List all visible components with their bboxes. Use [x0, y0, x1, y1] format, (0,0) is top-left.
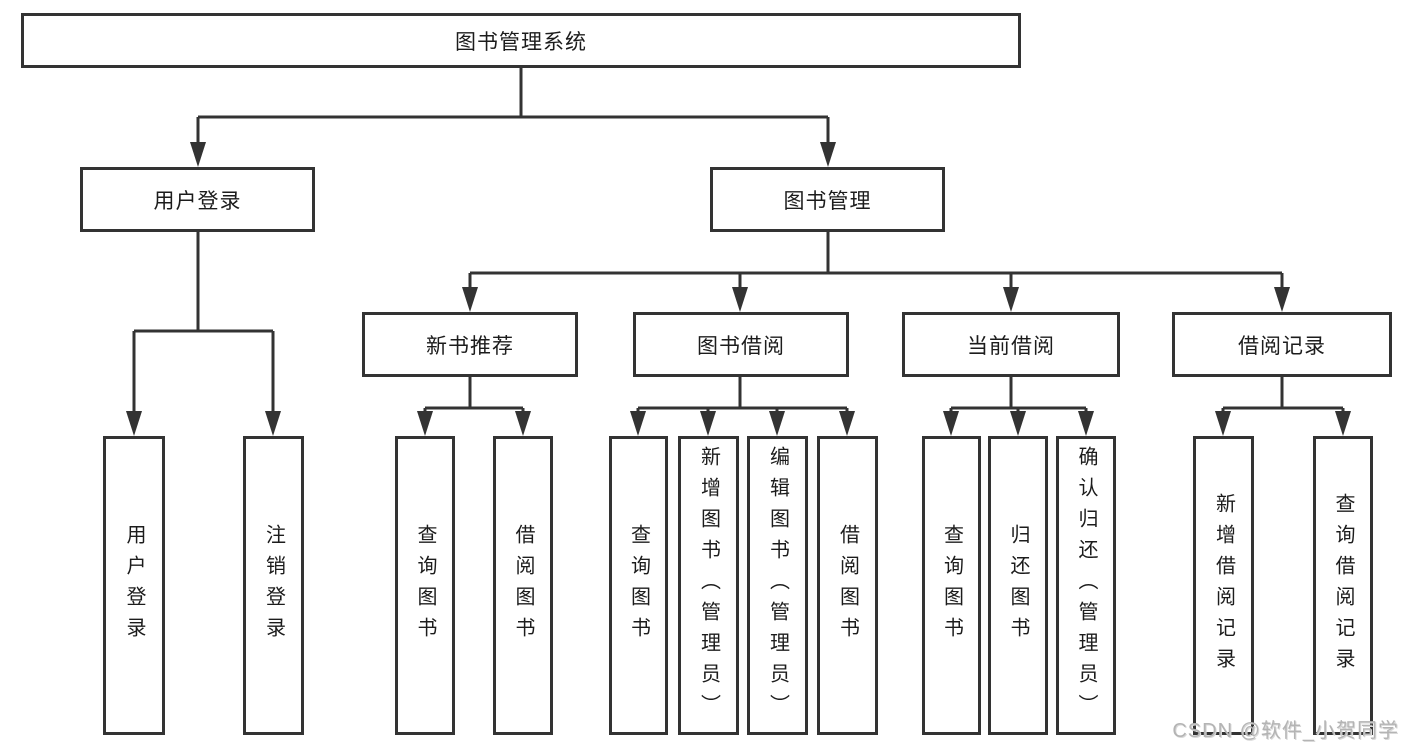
node-label: 归还图书 [1007, 523, 1029, 648]
node-label: 借阅记录 [1238, 334, 1326, 358]
node-user-login: 用户登录 [80, 167, 315, 232]
leaf-query-borrow-record: 查询借阅记录 [1313, 436, 1373, 735]
node-book-borrowing: 图书借阅 [633, 312, 849, 377]
csdn-watermark: CSDN @软件_小贺同学 [1172, 720, 1399, 742]
node-label: 查询图书 [414, 523, 436, 648]
node-label: 图书管理 [783, 189, 872, 213]
leaf-logout: 注销登录 [243, 436, 304, 735]
node-label: 用户登录 [153, 189, 242, 213]
leaf-add-borrow-record: 新增借阅记录 [1193, 436, 1254, 735]
node-label: 确认归还（管理员） [1075, 446, 1097, 725]
node-label: 查询图书 [940, 523, 963, 648]
leaf-query-books-2: 查询图书 [609, 436, 668, 735]
leaf-return-books: 归还图书 [988, 436, 1048, 735]
node-label: 图书借阅 [697, 334, 785, 358]
node-label: 借阅图书 [836, 523, 859, 648]
node-label: 查询借阅记录 [1332, 492, 1354, 679]
node-label: 当前借阅 [967, 334, 1055, 358]
leaf-query-books-1: 查询图书 [395, 436, 455, 735]
node-label: 注销登录 [262, 523, 285, 648]
leaf-borrow-books-2: 借阅图书 [817, 436, 878, 735]
leaf-edit-books-admin: 编辑图书（管理员） [747, 436, 808, 735]
node-book-management: 图书管理 [710, 167, 945, 232]
node-label: 编辑图书（管理员） [766, 446, 789, 725]
node-label: 图书管理系统 [455, 30, 587, 54]
leaf-confirm-return-admin: 确认归还（管理员） [1056, 436, 1116, 735]
leaf-borrow-books-1: 借阅图书 [493, 436, 553, 735]
node-borrowing-records: 借阅记录 [1172, 312, 1392, 377]
node-current-borrowing: 当前借阅 [902, 312, 1120, 377]
node-label: 借阅图书 [512, 523, 534, 648]
node-label: 新增借阅记录 [1212, 492, 1235, 679]
leaf-query-books-3: 查询图书 [922, 436, 981, 735]
node-library-management-system: 图书管理系统 [21, 13, 1021, 68]
node-label: 新书推荐 [426, 334, 514, 358]
node-label: 查询图书 [627, 523, 650, 648]
leaf-user-login: 用户登录 [103, 436, 165, 735]
leaf-add-books-admin: 新增图书（管理员） [678, 436, 739, 735]
node-label: 用户登录 [123, 523, 145, 648]
node-label: 新增图书（管理员） [697, 446, 720, 725]
node-new-book-recommendation: 新书推荐 [362, 312, 578, 377]
